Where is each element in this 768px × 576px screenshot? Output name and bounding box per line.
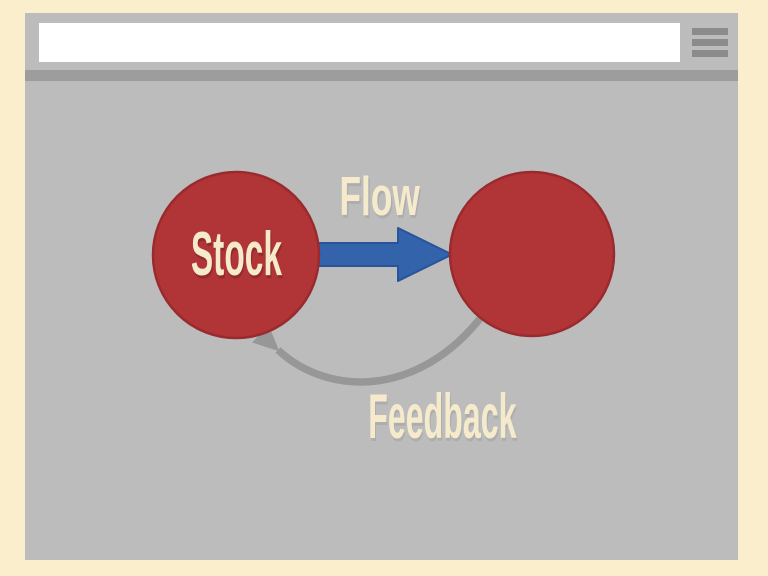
hamburger-menu-icon[interactable] [692, 28, 728, 57]
toolbar-divider [25, 70, 738, 81]
hamburger-bar [692, 50, 728, 57]
address-bar-input[interactable] [39, 23, 680, 62]
hamburger-bar [692, 28, 728, 35]
browser-window [25, 13, 738, 560]
hamburger-bar [692, 39, 728, 46]
